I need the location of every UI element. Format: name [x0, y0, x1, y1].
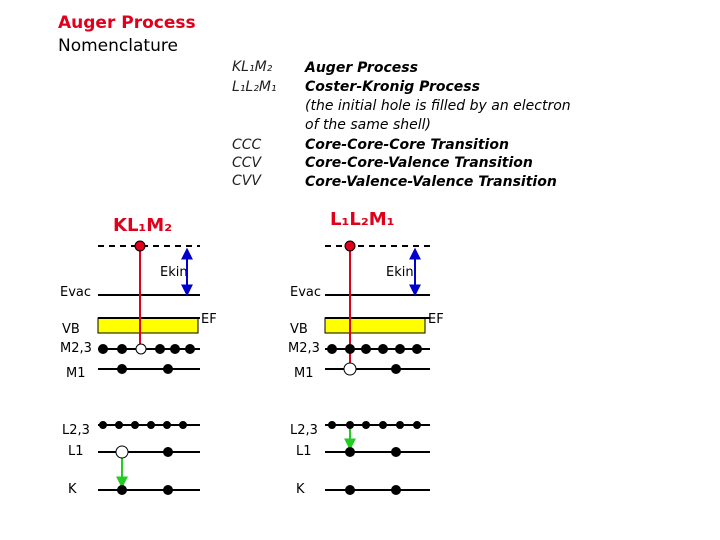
diagram-right-label: L₁L₂M₁: [330, 209, 395, 230]
left-valence-band: [97, 317, 199, 334]
right-m23-electron: [361, 344, 371, 354]
term-ccc: CCC: [232, 137, 262, 153]
desc-ccv: Core-Core-Valence Transition: [305, 155, 533, 171]
diagram-title: Auger Process: [58, 13, 196, 33]
desc-ccc: Core-Core-Core Transition: [305, 137, 509, 153]
term-kl1m2: KL₁M₂: [232, 59, 273, 75]
right-l23-label: L2,3: [290, 423, 318, 438]
left-l23-electron: [163, 421, 171, 429]
right-valence-band: [324, 317, 426, 334]
right-l23-electron: [413, 421, 421, 429]
right-ekin-label: Ekin: [386, 265, 414, 280]
right-l1-electron: [391, 447, 401, 457]
left-l23-electron: [99, 421, 107, 429]
term-l1l2m1: L₁L₂M₁: [232, 79, 277, 95]
right-l23-electron: [379, 421, 387, 429]
left-m23-electron: [117, 344, 127, 354]
left-ef-label: EF: [201, 312, 217, 327]
right-m23-electron: [395, 344, 405, 354]
left-m23-electron: [185, 344, 195, 354]
left-m23-electron: [98, 344, 108, 354]
right-ef-label: EF: [428, 312, 444, 327]
left-k-label: K: [68, 482, 77, 497]
left-l23-electron: [115, 421, 123, 429]
desc-cvv: Core-Valence-Valence Transition: [305, 174, 557, 190]
left-m23-electron: [170, 344, 180, 354]
right-l23-electron: [346, 421, 354, 429]
left-m1-label: M1: [66, 366, 86, 381]
right-l23-electron: [328, 421, 336, 429]
left-m1-electron: [117, 364, 127, 374]
right-m1-hole: [343, 362, 357, 376]
left-l23-electron: [131, 421, 139, 429]
right-k-electron: [391, 485, 401, 495]
right-m23-electron: [327, 344, 337, 354]
left-ekin-label: Ekin: [160, 265, 188, 280]
diagram-subtitle: Nomenclature: [58, 36, 178, 56]
desc-auger: Auger Process: [305, 60, 418, 76]
diagram-left-label: KL₁M₂: [113, 215, 173, 236]
left-evac-label: Evac: [60, 285, 92, 300]
right-vb-label: VB: [290, 322, 308, 337]
left-diagram: [97, 240, 200, 495]
left-l23-electron: [147, 421, 155, 429]
left-m23-label: M2,3: [60, 341, 92, 356]
left-m23-hole: [135, 343, 147, 355]
right-emitted-electron: [344, 240, 356, 252]
desc-coster-kronig: Coster-Kronig Process: [305, 79, 480, 95]
right-k-label: K: [296, 482, 305, 497]
left-m23-electron: [155, 344, 165, 354]
left-l23-label: L2,3: [62, 423, 90, 438]
right-l23-electron: [362, 421, 370, 429]
right-l1-electron: [345, 447, 355, 457]
right-m23-label: M2,3: [288, 341, 320, 356]
right-l23-electron: [396, 421, 404, 429]
right-m23-electron: [345, 344, 355, 354]
desc-note-line1: (the initial hole is filled by an electr…: [305, 98, 571, 114]
left-emitted-electron: [134, 240, 146, 252]
left-k-electron: [163, 485, 173, 495]
left-k-electron: [117, 485, 127, 495]
right-l1-label: L1: [296, 444, 312, 459]
left-m1-electron: [163, 364, 173, 374]
right-evac-label: Evac: [290, 285, 322, 300]
term-ccv: CCV: [232, 155, 262, 171]
right-m1-label: M1: [294, 366, 314, 381]
left-vb-label: VB: [62, 322, 80, 337]
right-diagram: [324, 240, 430, 495]
term-cvv: CVV: [232, 173, 261, 189]
right-m23-electron: [412, 344, 422, 354]
left-l1-electron: [163, 447, 173, 457]
desc-note-line2: of the same shell): [305, 117, 431, 133]
right-k-electron: [345, 485, 355, 495]
left-l23-electron: [179, 421, 187, 429]
left-l1-label: L1: [68, 444, 84, 459]
right-m23-electron: [378, 344, 388, 354]
right-m1-electron: [391, 364, 401, 374]
left-l1-hole: [115, 445, 129, 459]
